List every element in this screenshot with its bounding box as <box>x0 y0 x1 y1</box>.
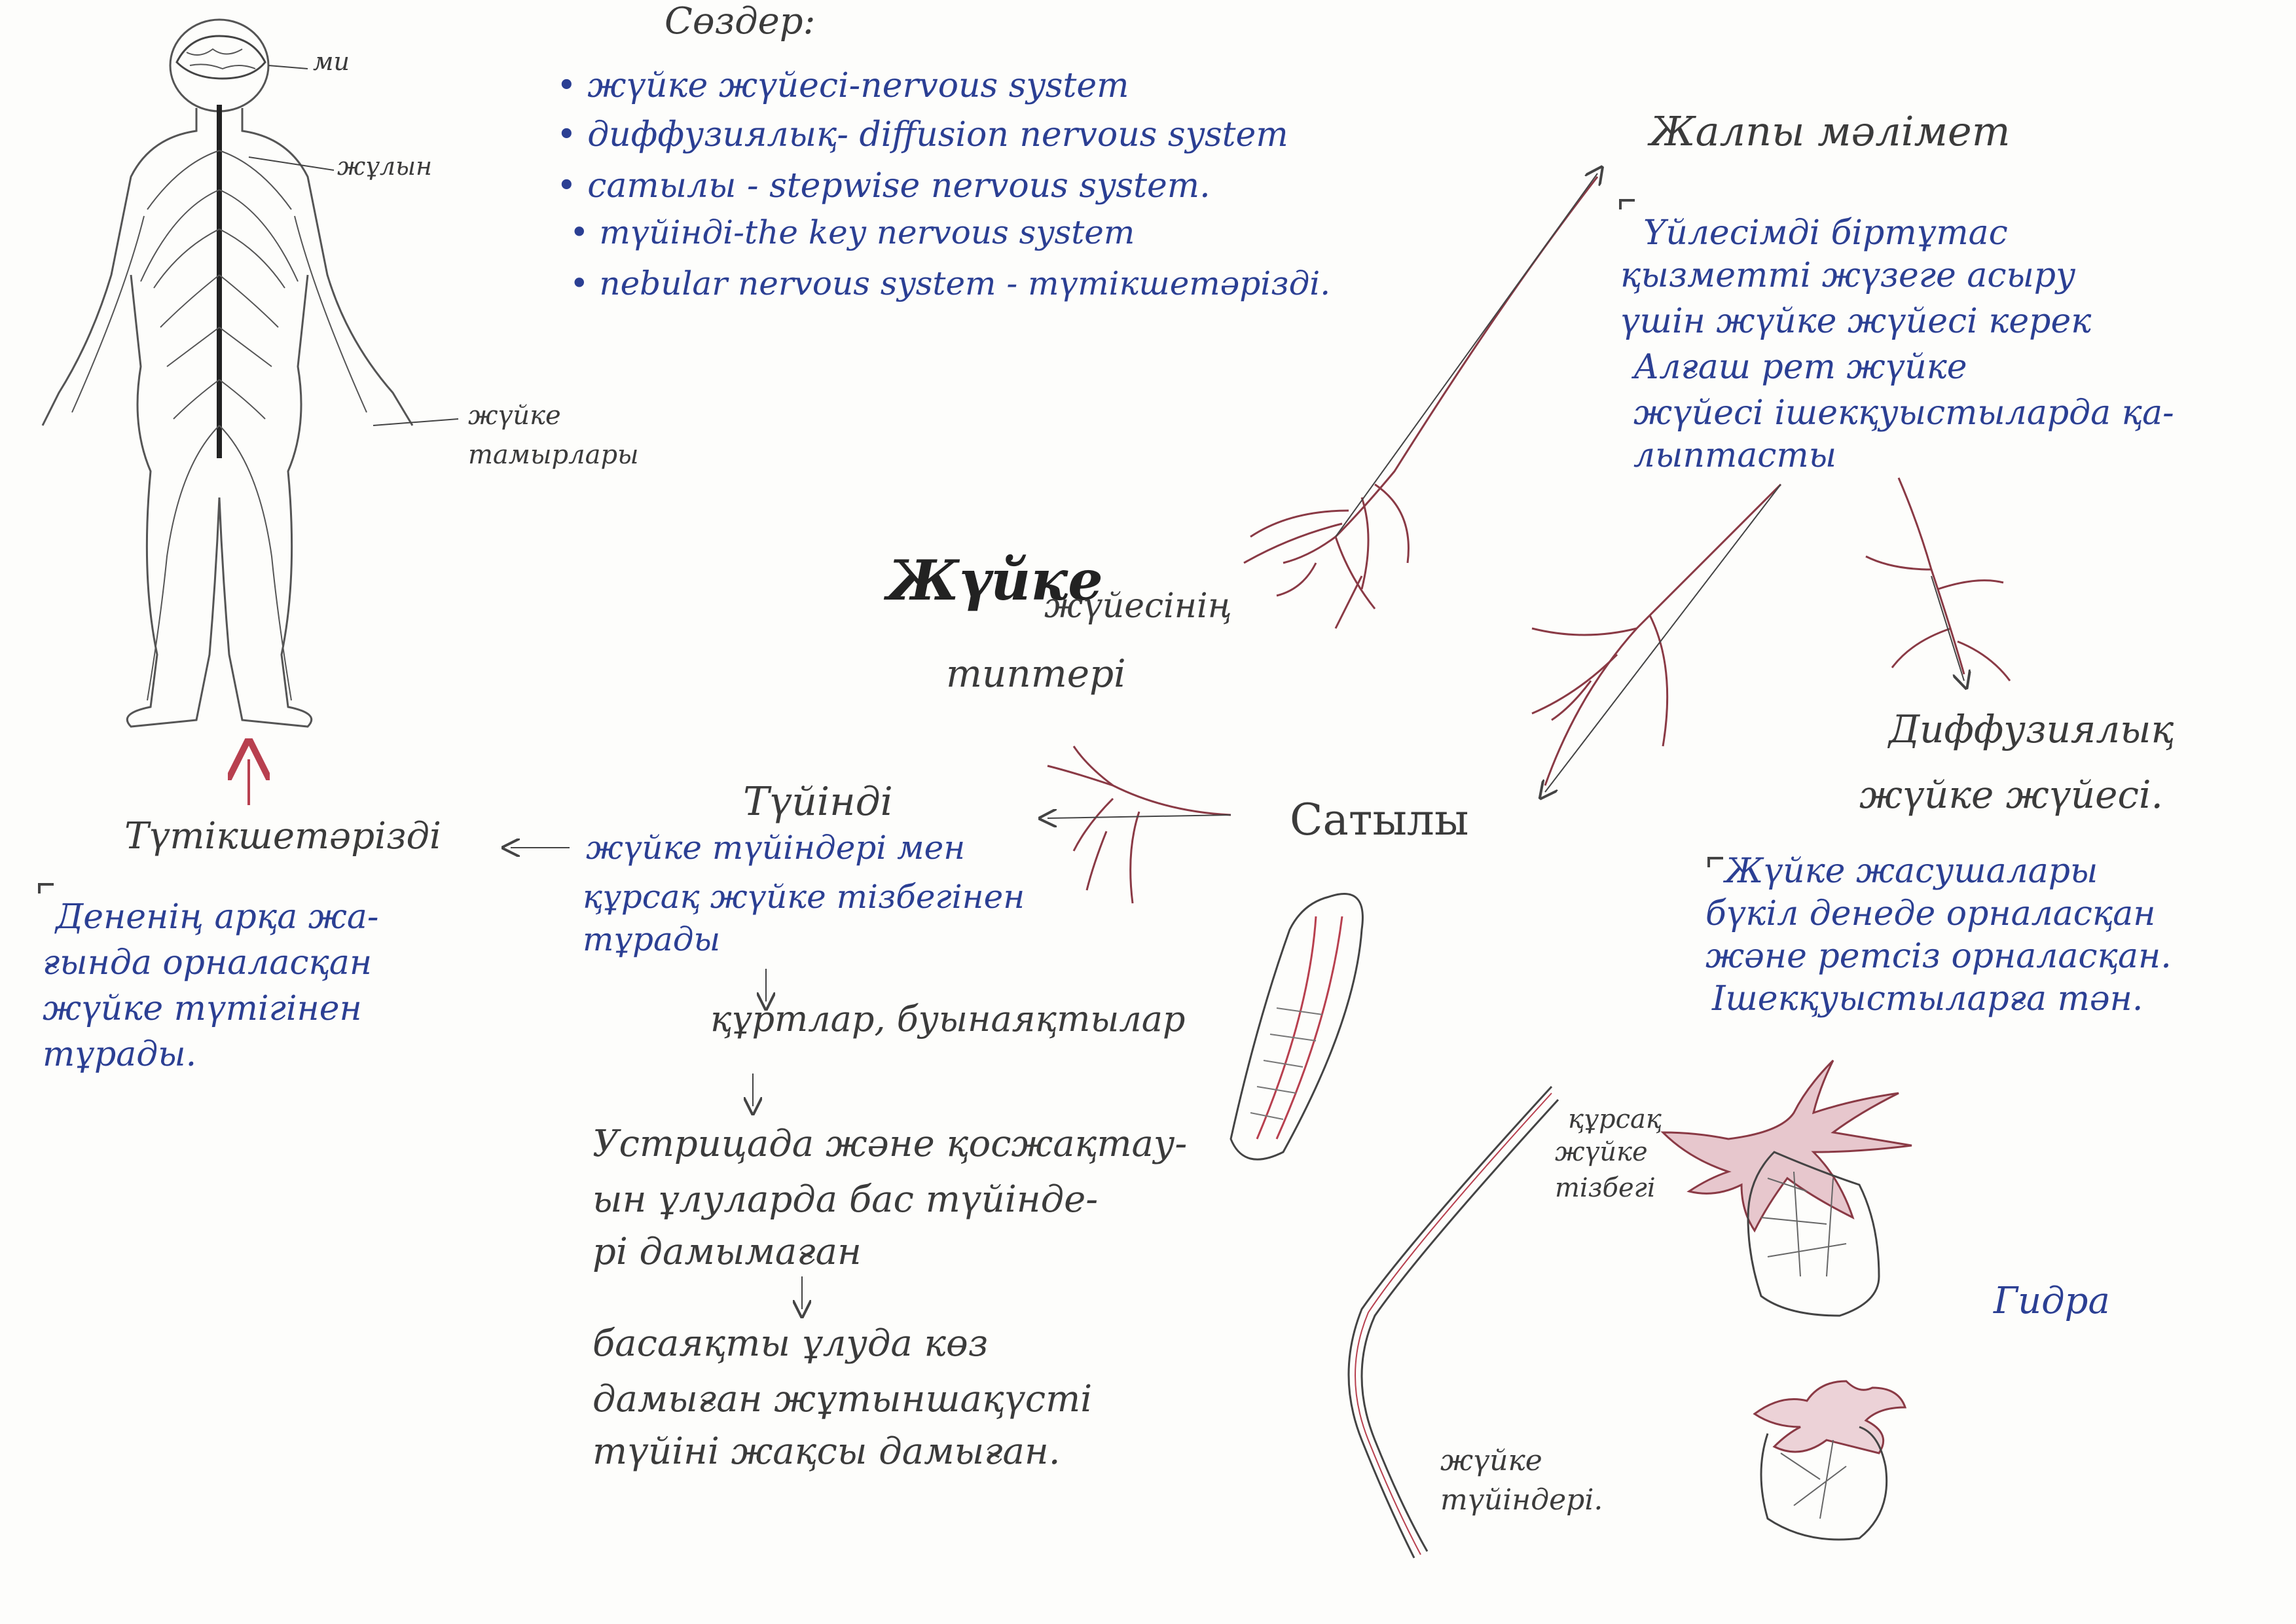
nodal-step2-line-1: Устрицада және қосжақтау- <box>592 1123 1188 1165</box>
label-brain: ми <box>313 47 350 76</box>
general-line-1: Үйлесімді біртұтас <box>1643 213 2008 253</box>
nodal-step3-line-1: басаяқты ұлуда көз <box>592 1322 989 1365</box>
arrow-to-stepwise <box>1545 484 1781 792</box>
nodal-step2-line-2: ын ұлуларда бас түйінде- <box>592 1178 1099 1221</box>
diffuse-title-1: Диффузиялық <box>1889 707 2174 751</box>
tubular-line-1: Дененің арқа жа- <box>56 897 379 937</box>
stepwise-title: Сатылы <box>1290 795 1469 845</box>
flatworm-drawing <box>1230 893 1364 1161</box>
general-line-5: жүйесі ішекқуыстыларда қа- <box>1633 393 2174 433</box>
label-nerves-1: жүйке <box>468 401 561 431</box>
worm-label-bottom-2: түйіндері. <box>1440 1483 1603 1517</box>
glossary-item-2: диффузиялық- diffusion nervous system <box>556 118 1288 152</box>
diffuse-line-1: Жүйке жасушалары <box>1725 852 2098 891</box>
center-title-word3: типтері <box>946 651 1126 696</box>
center-title-word1: Жүйке <box>887 548 1103 613</box>
arrow-to-nodal <box>1048 815 1231 818</box>
corner-marks <box>38 199 1723 893</box>
general-line-4: Алғаш рет жүйке <box>1633 348 1967 387</box>
general-line-2: қызметті жүзеге асыру <box>1620 256 2076 295</box>
nodal-step2-line-3: рі дамымаған <box>592 1231 862 1273</box>
worm-label-top-2: жүйке <box>1555 1137 1648 1167</box>
tubular-line-4: тұрады. <box>43 1035 197 1074</box>
diffuse-line-4: Ішекқуыстыларға тән. <box>1712 979 2143 1019</box>
hydra-small-drawing <box>1753 1380 1907 1541</box>
glossary-item-1: жүйке жүйесі-nervous system <box>556 69 1129 103</box>
glossary-title: Сөздер: <box>665 0 816 43</box>
general-title: Жалпы мәлімет <box>1650 107 2011 155</box>
label-nerves-2: тамырлары <box>468 440 639 470</box>
nodal-line-1: жүйке түйіндері мен <box>586 829 966 867</box>
tubular-line-3: жүйке түтігінен <box>43 989 362 1028</box>
nodal-line-3: тұрады <box>583 920 721 958</box>
nodal-step3-line-3: түйіні жақсы дамыған. <box>592 1430 1061 1473</box>
diffuse-line-3: және ретсіз орналасқан. <box>1705 937 2172 976</box>
neuron-drawing-right <box>1865 477 2011 681</box>
hydra-drawing <box>1660 1059 1912 1317</box>
nodal-title: Түйінді <box>743 779 893 825</box>
diffuse-title-2: жүйке жүйесі. <box>1859 772 2163 817</box>
glossary-item-4: түйінді-the key nervous system <box>570 216 1135 249</box>
diffuse-line-2: бүкіл денеде орналасқан <box>1705 894 2156 933</box>
nodal-step3-line-2: дамыған жұтыншақүсті <box>592 1378 1093 1420</box>
worm-label-top-3: тізбегі <box>1555 1173 1656 1203</box>
glossary-item-5: nebular nervous system - түтікшетәрізді. <box>570 267 1330 300</box>
head-outline <box>169 18 270 113</box>
brain-drawing <box>175 35 266 80</box>
arrow-to-general <box>1335 173 1597 537</box>
worm-label-top-1: құрсақ <box>1568 1104 1662 1134</box>
earthworm-drawing <box>1347 1085 1559 1559</box>
center-title-word2: жүйесінің <box>1044 586 1232 626</box>
general-line-3: үшін жүйке жүйесі керек <box>1620 302 2092 341</box>
tubular-line-2: ғында орналасқан <box>43 943 373 983</box>
neuron-drawing-lower <box>1531 483 1782 786</box>
nodal-line-2: құрсақ жүйке тізбегінен <box>583 878 1025 916</box>
human-body-figure <box>41 18 459 728</box>
neuron-drawing-top <box>1243 176 1599 629</box>
arrow-to-diffuse <box>1931 575 1964 681</box>
label-spinal-cord: жұлын <box>337 152 433 181</box>
glossary-item-3: сатылы - stepwise nervous system. <box>556 169 1210 203</box>
neuron-drawing-left <box>1047 746 1231 904</box>
general-line-6: лыптасты <box>1633 436 1837 475</box>
worm-label-bottom-1: жүйке <box>1440 1444 1542 1477</box>
hydra-label: Гидра <box>1994 1280 2110 1322</box>
tubular-title: Түтікшетәрізді <box>124 815 441 857</box>
nodal-step1: құртлар, буынаяқтылар <box>710 998 1186 1039</box>
